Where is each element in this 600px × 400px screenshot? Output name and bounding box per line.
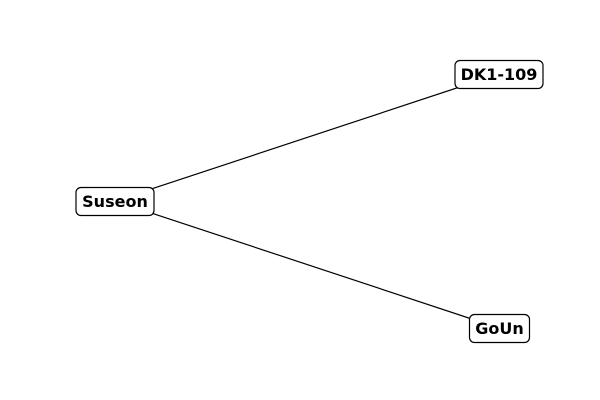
node-goun: GoUn bbox=[468, 313, 531, 344]
node-dk1-109-label: DK1-109 bbox=[461, 65, 538, 84]
node-suseon-label: Suseon bbox=[82, 192, 148, 211]
edge-suseon-dk1-109 bbox=[114, 73, 500, 202]
edges-layer bbox=[114, 73, 500, 329]
node-goun-label: GoUn bbox=[475, 319, 524, 338]
node-goun-box bbox=[468, 313, 531, 344]
node-suseon: Suseon bbox=[75, 186, 155, 217]
nodes-layer: Suseon DK1-109 GoUn bbox=[75, 59, 544, 344]
node-dk1-109-box bbox=[454, 59, 544, 90]
edge-suseon-goun bbox=[114, 200, 500, 329]
node-suseon-box bbox=[75, 186, 155, 217]
node-dk1-109: DK1-109 bbox=[454, 59, 544, 90]
